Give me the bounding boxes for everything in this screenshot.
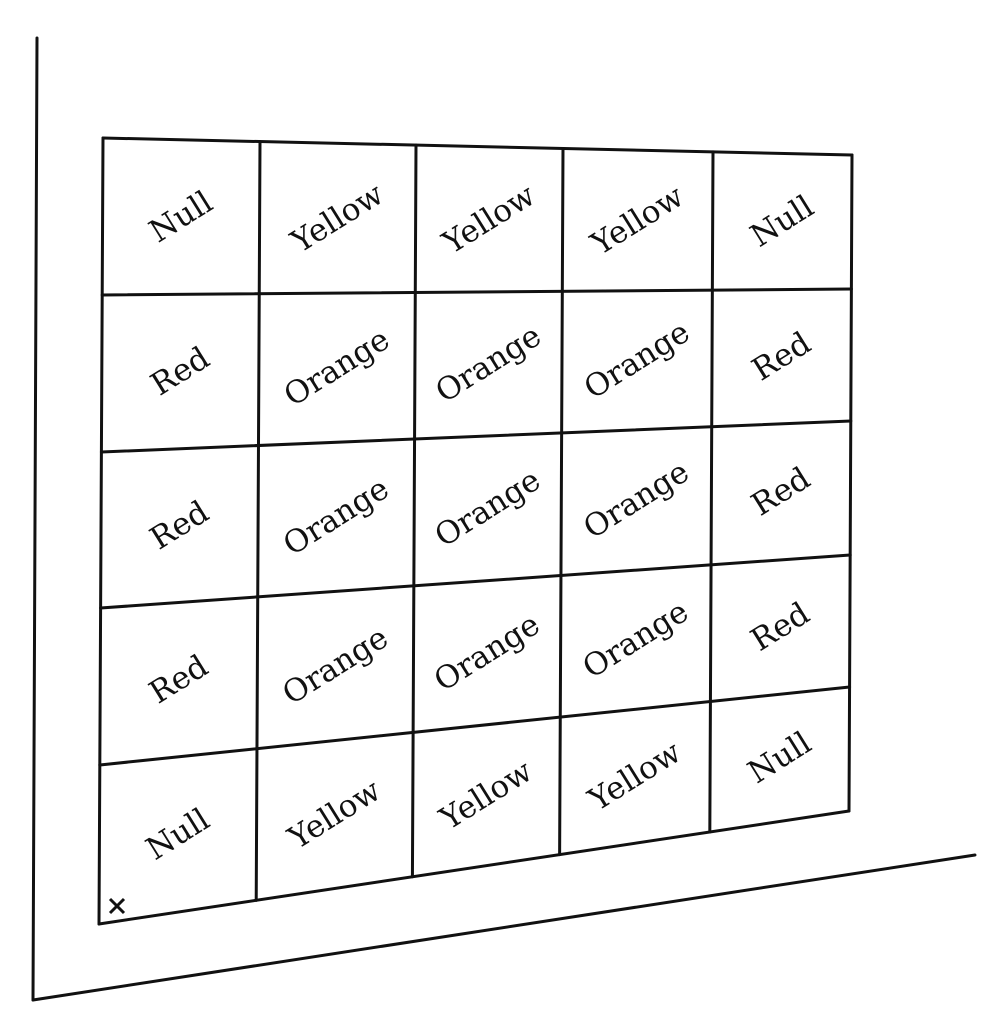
grid-cell-label: Red [745, 596, 816, 659]
grid-cell-label: Null [744, 188, 820, 254]
grid-cell-label: Orange [429, 318, 547, 410]
grid-column-line [410, 143, 418, 879]
grid-cell-label: Red [145, 340, 216, 403]
floor-line [31, 853, 977, 1002]
grid-column-line [558, 146, 565, 857]
grid-cell-label: Yellow [584, 178, 690, 263]
corner-marker-stroke-b [108, 897, 126, 915]
grid-cell-label: Orange [429, 462, 547, 554]
grid-cell-label: Red [746, 325, 817, 388]
grid-column-line [97, 136, 105, 926]
axes [31, 36, 977, 1002]
grid-cell-label: Red [143, 648, 214, 711]
grid-cell-label: Orange [278, 321, 396, 413]
grid-cell-label: Red [745, 460, 816, 523]
corner-marker [108, 897, 126, 915]
grid-cell-label: Orange [428, 606, 546, 698]
grid-row-line [98, 685, 852, 767]
grid-cell-label: Orange [577, 454, 695, 546]
grid-row-line [99, 419, 853, 454]
grid-column-line [708, 150, 715, 834]
grid-cell-label: Null [742, 725, 818, 791]
grid-cell-label: Yellow [281, 772, 387, 857]
grid-cell-label: Yellow [582, 734, 688, 819]
grid-cell-label: Yellow [436, 177, 542, 262]
grid-cell-label: Orange [578, 314, 696, 406]
grid-row-line [100, 287, 853, 297]
grid-cell-label: Orange [277, 471, 395, 563]
vertical-axis-line [31, 36, 39, 1002]
grid-cell-label: Null [143, 184, 219, 250]
grid-cell-label: Red [144, 494, 215, 557]
grid-cell-label: Yellow [284, 176, 390, 261]
grid-cell-label: Yellow [433, 753, 539, 838]
grid-cell-label: Orange [577, 593, 695, 685]
grid-row-line [99, 553, 852, 610]
grid-column-line [847, 153, 854, 813]
grid-row-line [97, 809, 851, 926]
grid-cell-label: Null [140, 801, 216, 867]
grid-column-line [254, 140, 262, 902]
grid-row-line [101, 136, 854, 157]
grid-lines [97, 136, 854, 926]
grid-cell-label: Orange [276, 620, 394, 712]
